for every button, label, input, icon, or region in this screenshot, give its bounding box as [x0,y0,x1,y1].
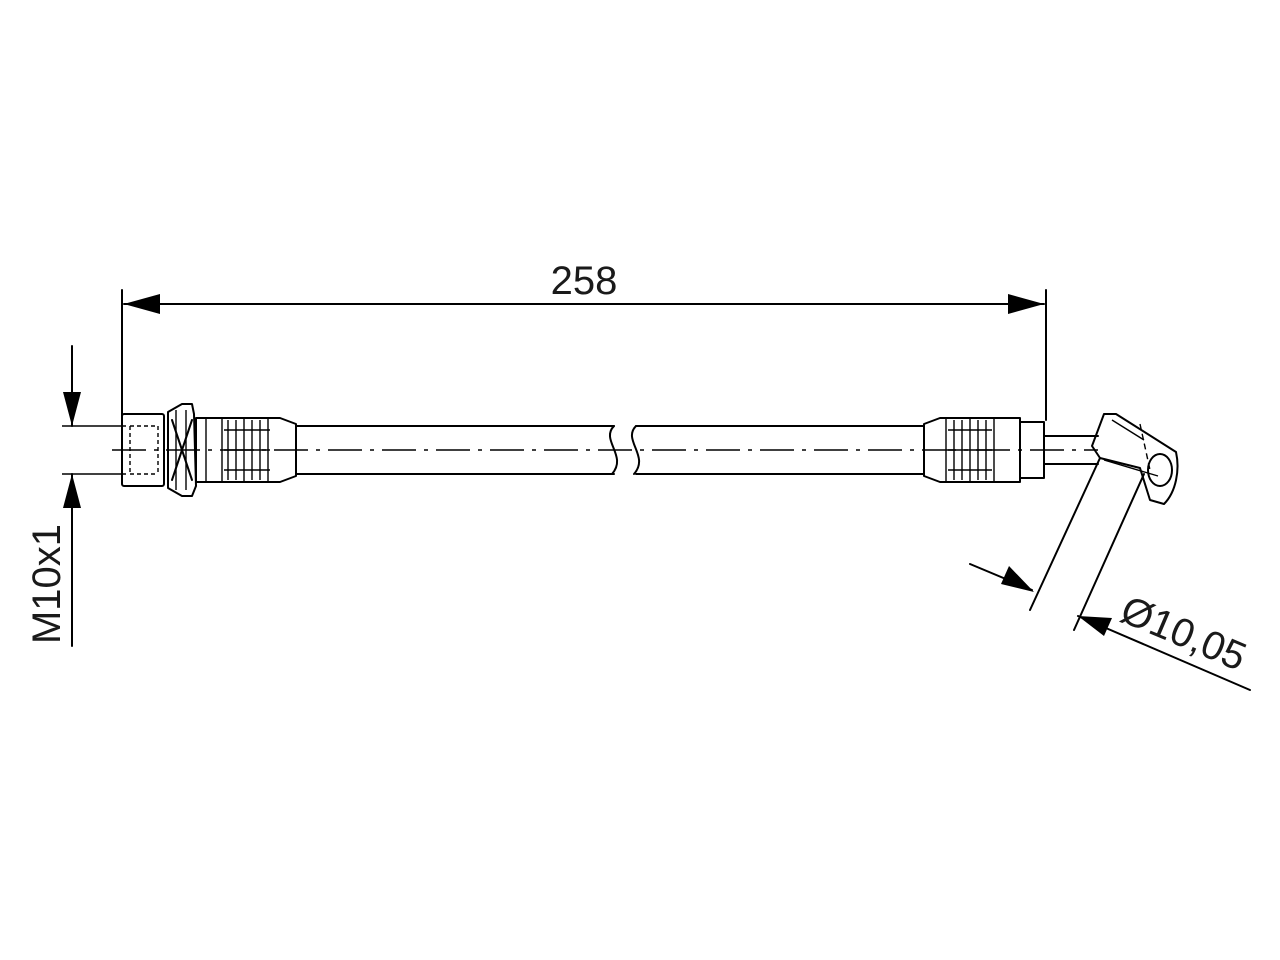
left-fitting [121,403,297,497]
hose-body [295,425,925,475]
arrow-right [1008,294,1044,314]
diameter-arrow-2 [1078,616,1112,636]
thread-arrow-top [63,392,81,426]
right-crimp-sleeve [923,417,1021,483]
diameter-arrow-1 [1001,566,1034,592]
thread-dimension: M10x1 [25,345,126,647]
left-crimp-sleeve [195,417,297,483]
diameter-label: Ø10,05 [1114,588,1252,680]
thread-label: M10x1 [25,524,69,644]
length-label: 258 [551,259,618,303]
threaded-nut [121,413,165,487]
right-fitting [923,417,1099,483]
length-dimension: 258 [121,259,1047,421]
thread-arrow-bottom [63,474,81,508]
mounting-clip [167,403,197,497]
right-collar [1019,421,1045,479]
arrow-left [124,294,160,314]
diameter-dimension: Ø10,05 [969,457,1252,691]
break-line-right [630,425,641,475]
banjo-body [1091,413,1179,505]
diameter-extension-1 [1029,457,1101,611]
break-line-left [608,425,619,475]
banjo-fitting [1091,413,1179,505]
diameter-extension-2 [1073,473,1145,631]
banjo-eye [1147,453,1173,487]
